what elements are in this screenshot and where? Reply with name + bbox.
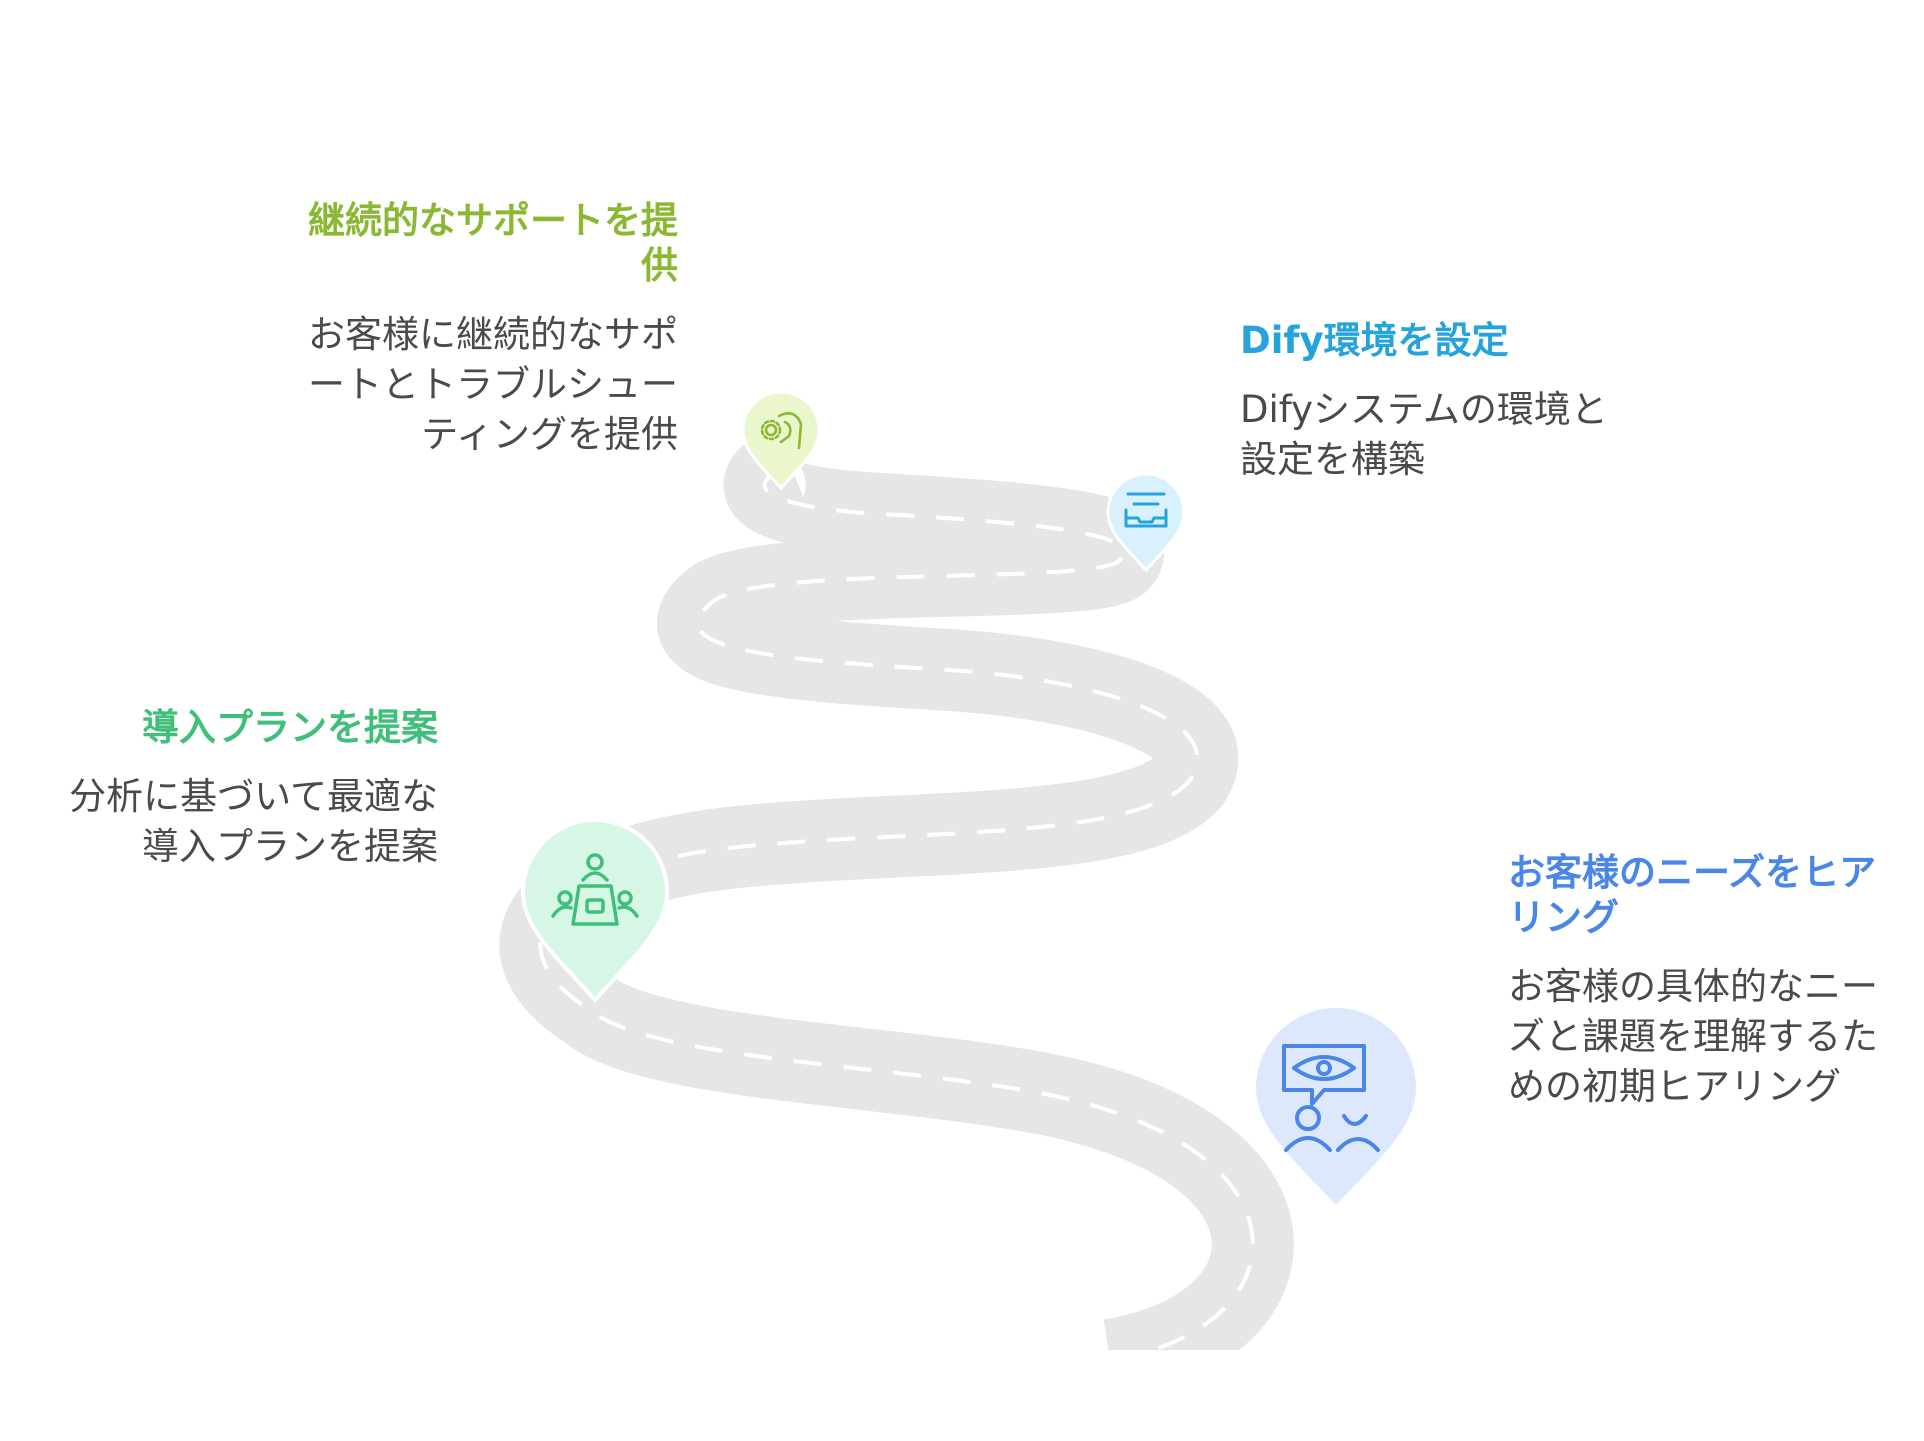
road [499,427,1294,1350]
step4-pin-shape [741,390,821,491]
step1-pin-shape [1251,1004,1421,1211]
inbox-tray-icon [1124,492,1168,528]
step2-pin-shape [520,818,670,1004]
step4-pin [741,390,821,491]
gear-hand-icon [760,412,803,450]
step1-title: お客様のニーズをヒアリング [1508,851,1877,939]
step1-block: お客様のニーズをヒアリング お客様の具体的なニーズと課題を理解するための初期ヒア… [1508,850,1888,1112]
step4-block: 継続的なサポートを提供 お客様に継続的なサポートとトラブルシューティングを提供 [300,198,678,460]
step4-title: 継続的なサポートを提供 [308,199,678,287]
step2-description: 分析に基づいて最適な導入プランを提案 [69,775,438,868]
step1-pin [1251,1004,1421,1211]
step2-block: 導入プランを提案 分析に基づいて最適な導入プランを提案 [60,705,438,872]
step3-pin [1106,472,1186,573]
eye-chat-people-icon [1282,1044,1380,1152]
step2-pin [520,818,670,1004]
step3-title: Dify環境を設定 [1240,319,1509,362]
road-surface [499,427,1294,1350]
step3-description: Difyシステムの環境と設定を構築 [1240,388,1608,481]
meeting-table-icon [551,853,639,926]
step2-title: 導入プランを提案 [142,706,438,749]
step1-description: お客様の具体的なニーズと課題を理解するための初期ヒアリング [1508,965,1878,1108]
step4-description: お客様に継続的なサポートとトラブルシューティングを提供 [308,313,678,456]
step3-block: Dify環境を設定 Difyシステムの環境と設定を構築 [1240,318,1610,485]
